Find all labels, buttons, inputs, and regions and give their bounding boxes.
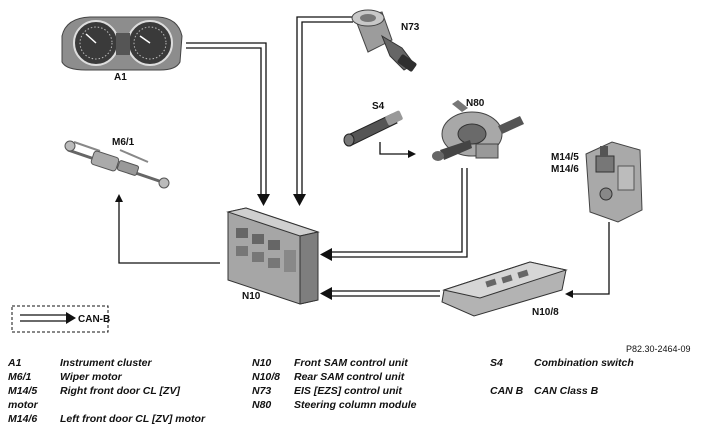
legend-code: N80 (252, 399, 272, 411)
legend-desc-continued: motor (8, 399, 38, 411)
label-n10-8: N10/8 (532, 307, 559, 318)
line-s4-n80 (379, 142, 416, 158)
legend-code: M14/6 (8, 413, 38, 425)
legend-code: M6/1 (8, 371, 32, 383)
legend-desc: Wiper motor (60, 371, 122, 383)
label-n10: N10 (242, 291, 261, 302)
legend-code: CAN B (490, 385, 524, 397)
legend-code: N10 (252, 357, 272, 369)
discrete-connections (115, 142, 610, 298)
front-sam-unit-n10 (226, 207, 320, 305)
door-cl-motor-m14 (585, 141, 643, 223)
can-line-n80-n10 (330, 168, 468, 258)
label-a1: A1 (114, 72, 127, 83)
legend-desc: Rear SAM control unit (294, 371, 405, 383)
arrowhead-n80-n10 (320, 248, 332, 261)
legend-can-b-line (20, 314, 66, 322)
arrowhead-a1-n10 (257, 194, 270, 206)
steering-column-module-n80 (432, 100, 524, 161)
legend-desc: Instrument cluster (60, 357, 152, 369)
legend-arrowhead (66, 312, 76, 324)
legend-code: N73 (252, 385, 272, 397)
legend-code: N10/8 (252, 371, 281, 383)
legend-code: A1 (8, 357, 22, 369)
instrument-cluster-a1 (61, 16, 183, 71)
legend-key-label: CAN-B (78, 314, 110, 325)
legend-desc: CAN Class B (534, 385, 599, 397)
combination-switch-s4 (343, 110, 403, 147)
label-m6-1: M6/1 (112, 137, 135, 148)
label-m14-5: M14/5 (551, 152, 579, 163)
legend-desc: Left front door CL [ZV] motor (60, 413, 206, 425)
legend-code: M14/5 (8, 385, 38, 397)
line-n10-m6-1 (115, 194, 220, 264)
wiper-motor-m6-1 (64, 140, 170, 189)
can-line-n73-n10 (296, 16, 353, 196)
legend-desc: EIS [EZS] control unit (294, 385, 402, 397)
arrowhead-n10-8-n10 (320, 287, 332, 300)
legend-desc: Steering column module (294, 399, 417, 411)
figure-reference: P82.30-2464-09 (626, 344, 691, 354)
legend-desc: Right front door CL [ZV] (60, 385, 180, 397)
legend-key-box (11, 305, 109, 333)
can-line-n10-8-n10 (330, 290, 440, 297)
line-m14-n10-8 (565, 222, 610, 298)
can-b-connections (186, 16, 468, 300)
legend-code: S4 (490, 357, 503, 369)
rear-sam-unit-n10-8 (441, 261, 568, 317)
eis-unit-n73 (351, 9, 417, 72)
arrowhead-n73-n10 (293, 194, 306, 206)
legend-desc: Combination switch (534, 357, 634, 369)
legend-desc: Front SAM control unit (294, 357, 408, 369)
label-s4: S4 (372, 101, 385, 112)
can-line-a1-n10 (186, 42, 267, 196)
label-n73: N73 (401, 22, 420, 33)
label-m14-6: M14/6 (551, 164, 579, 175)
label-n80: N80 (466, 98, 485, 109)
